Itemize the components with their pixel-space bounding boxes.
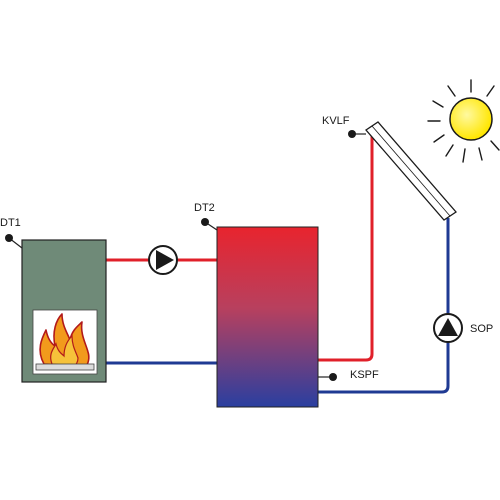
solar-return-pipe — [318, 218, 450, 394]
wood-boiler-fire-icon — [21, 239, 107, 383]
boiler-grate — [35, 363, 95, 371]
sensor-kvlf: KVLF — [322, 115, 366, 138]
solar-collector-icon — [365, 121, 457, 221]
pump-icon — [148, 245, 178, 275]
label-sop: SOP — [470, 323, 493, 335]
storage-tank — [216, 226, 319, 408]
solar-flow-pipe — [318, 130, 374, 362]
pump-icon — [433, 313, 463, 343]
inner-flame — [50, 334, 79, 367]
label-kvlf: KVLF — [322, 115, 350, 127]
label-kspf: KSPF — [350, 369, 379, 381]
sun-icon — [427, 79, 500, 163]
label-dt2: DT2 — [194, 202, 215, 214]
sensor-dt2: DT2 — [194, 202, 218, 231]
label-dt1: DT1 — [0, 217, 21, 229]
sensor-dt1: DT1 — [0, 217, 23, 249]
sensor-kspf: KSPF — [318, 369, 379, 381]
